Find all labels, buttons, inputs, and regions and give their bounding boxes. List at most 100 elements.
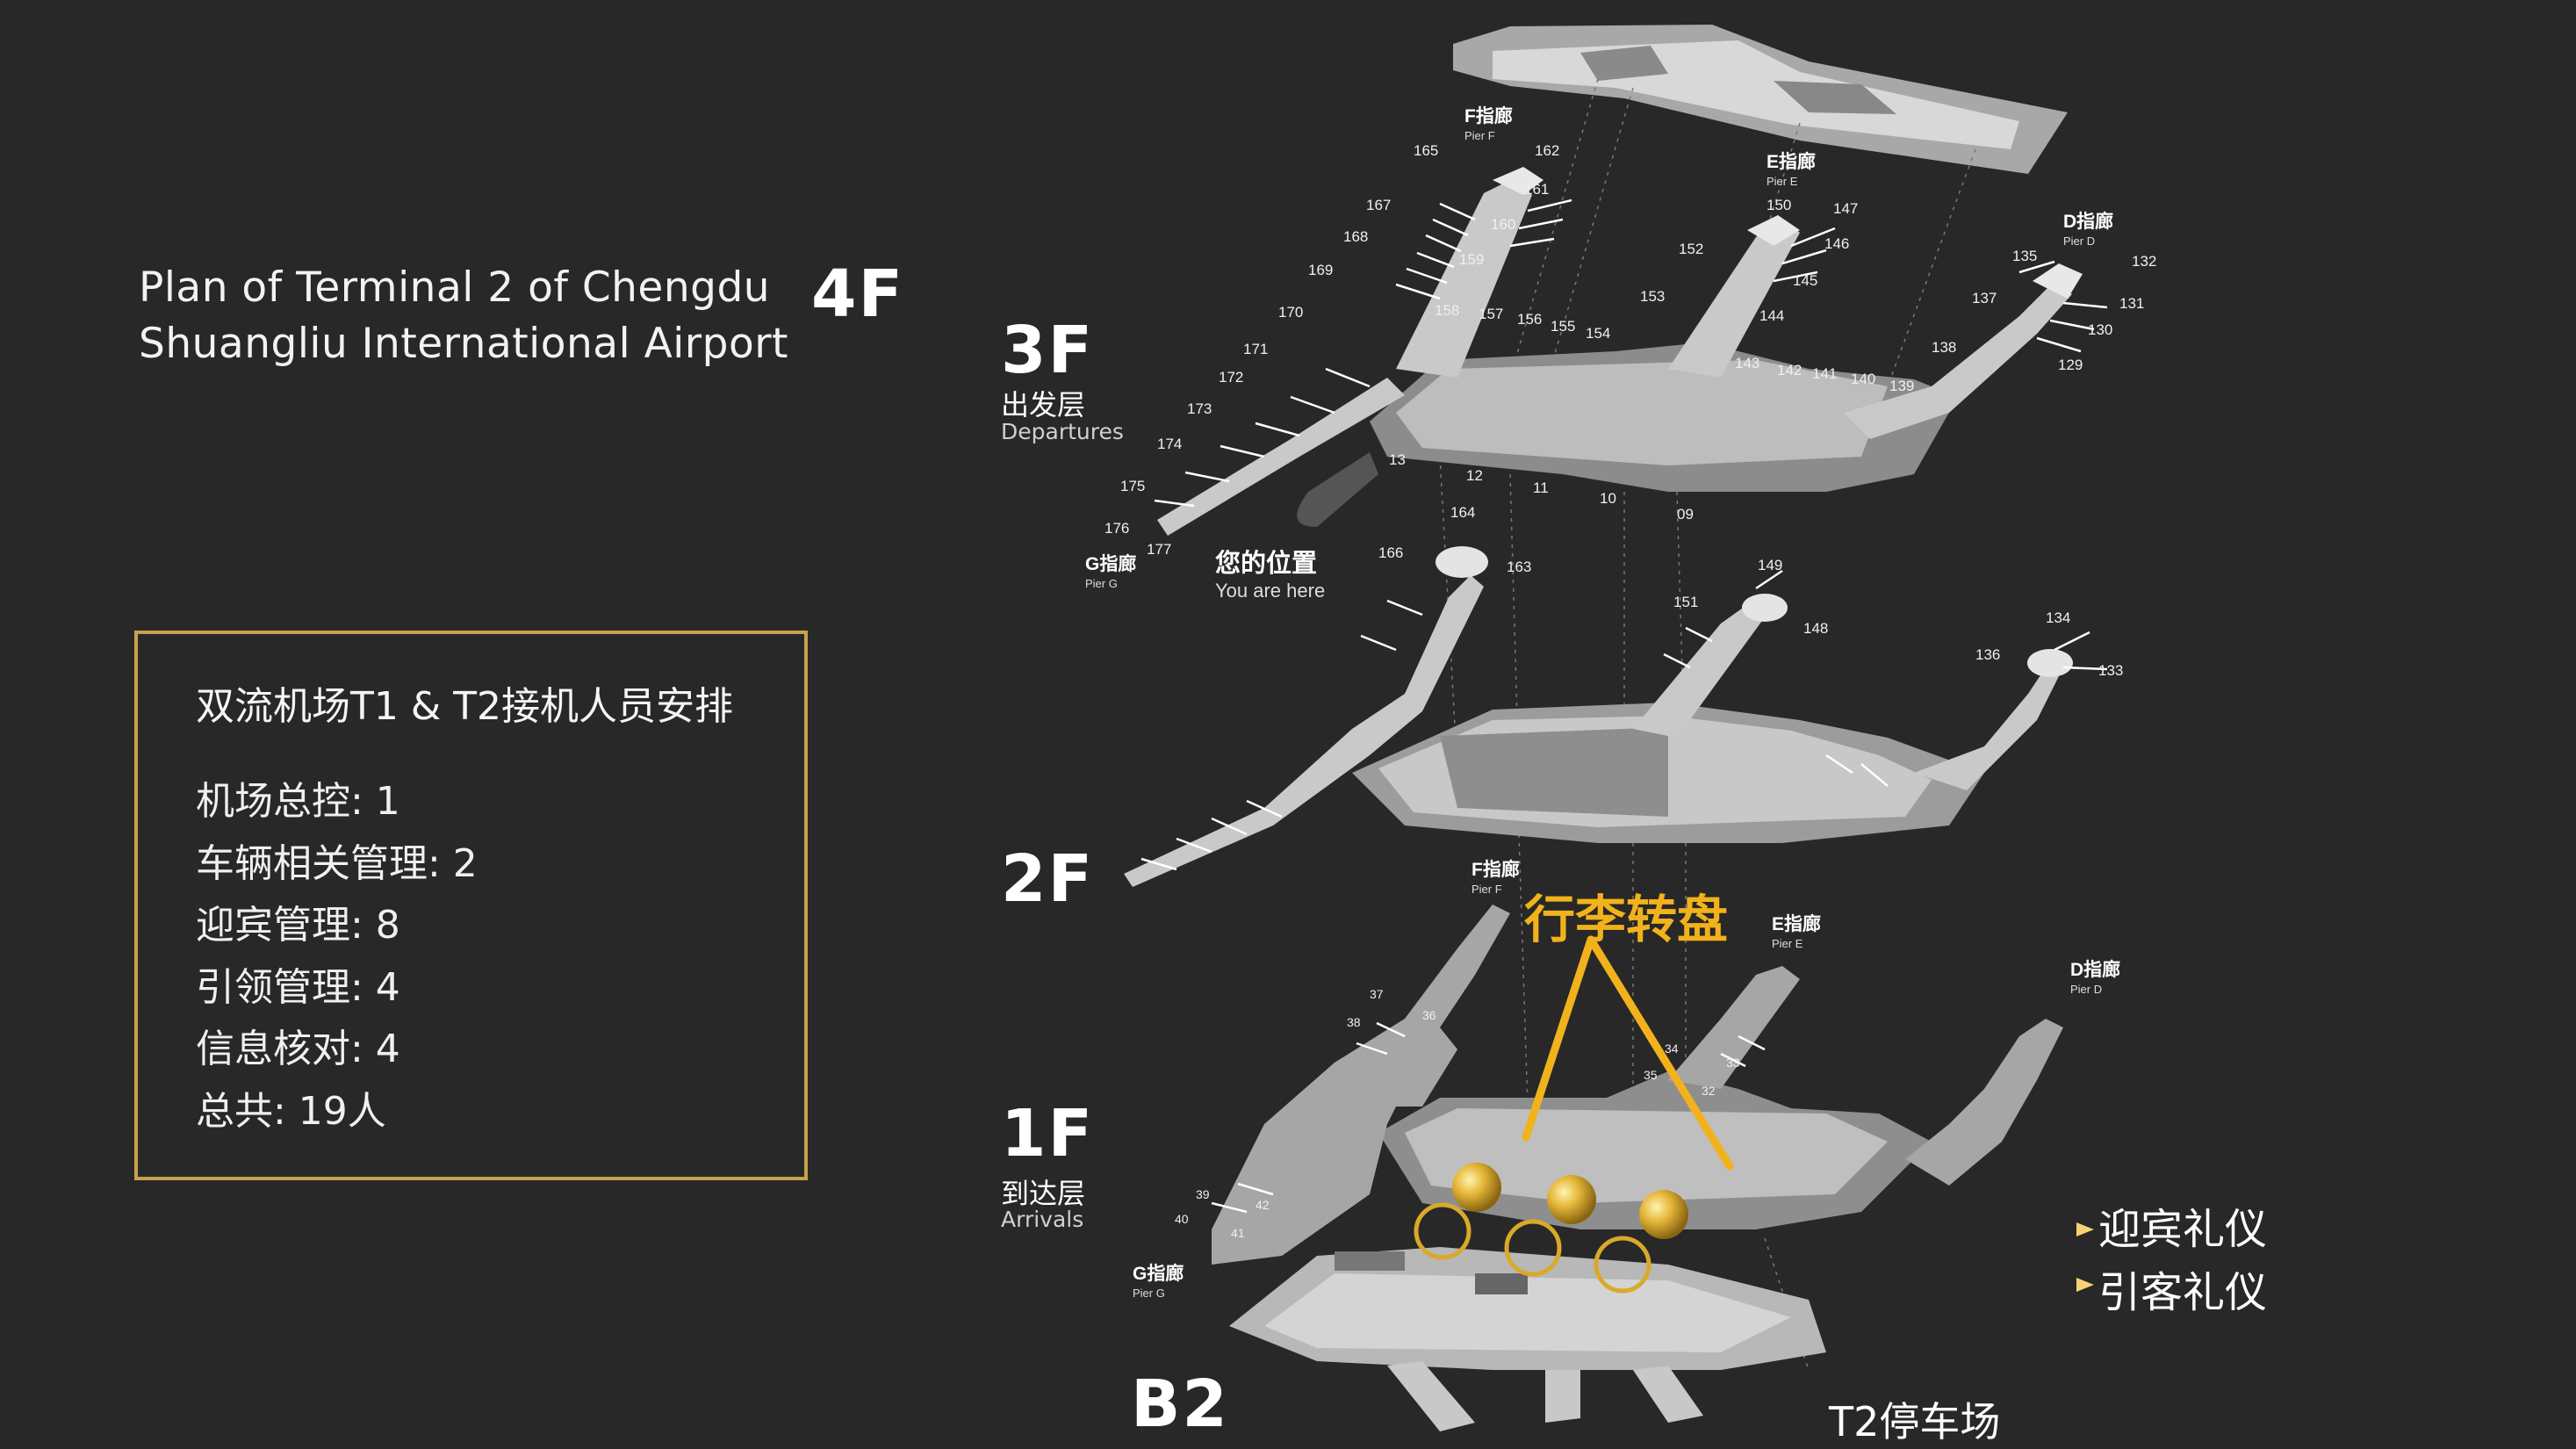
gate-label: 09 xyxy=(1677,506,1694,523)
staff-item-control: 机场总控: 1 xyxy=(196,779,400,824)
gate-label: 174 xyxy=(1157,436,1183,452)
floor-label-1f: 1F xyxy=(1001,1096,1095,1171)
gate-label: 138 xyxy=(1932,339,1957,356)
gate-label: 149 xyxy=(1758,557,1783,573)
welcome-etiquette-label: 迎宾礼仪 xyxy=(2098,1205,2268,1254)
staff-item-vehicle: 车辆相关管理: 2 xyxy=(196,840,478,886)
gate-label: 159 xyxy=(1459,251,1485,268)
gate-label: 160 xyxy=(1491,216,1516,233)
gate-label: 10 xyxy=(1600,490,1616,507)
gate-label: 145 xyxy=(1793,272,1818,289)
gate-label: 36 xyxy=(1422,1008,1436,1022)
gate-label: 35 xyxy=(1644,1068,1658,1082)
pier-g-cn: G指廊 xyxy=(1133,1264,1184,1284)
gate-label: 167 xyxy=(1366,197,1392,213)
pier-g-cn: G指廊 xyxy=(1085,554,1137,574)
gate-label: 155 xyxy=(1551,318,1576,335)
pier-g-label-1f: G指廊 Pier G xyxy=(1133,1265,1184,1303)
floor-label-2f: 2F xyxy=(1001,841,1095,917)
gate-label: 147 xyxy=(1833,200,1859,217)
gate-label: 129 xyxy=(2058,357,2083,373)
gate-label: 11 xyxy=(1533,479,1549,496)
gate-label: 32 xyxy=(1702,1084,1716,1098)
pier-e-en: Pier E xyxy=(1767,175,1798,188)
gate-label: 154 xyxy=(1586,325,1611,342)
gate-label: 143 xyxy=(1735,355,1760,371)
gate-label: 137 xyxy=(1972,290,1997,306)
staff-list: 机场总控: 1 车辆相关管理: 2 迎宾管理: 8 引领管理: 4 信息核对: … xyxy=(196,771,478,1143)
pier-g-en: Pier G xyxy=(1085,577,1118,590)
baggage-carousel-label: 行李转盘 xyxy=(1524,890,1729,949)
welcome-marker xyxy=(1547,1175,1596,1224)
pier-e-cn: E指廊 xyxy=(1767,152,1817,172)
gate-label: 146 xyxy=(1824,235,1850,252)
gate-label: 33 xyxy=(1726,1056,1740,1070)
gate-label: 175 xyxy=(1120,478,1146,494)
gate-label: 164 xyxy=(1450,504,1476,521)
gate-label: 176 xyxy=(1105,520,1130,537)
welcome-arrow xyxy=(1690,1222,2094,1236)
gate-label: 144 xyxy=(1759,307,1785,324)
gate-label: 139 xyxy=(1889,378,1915,394)
pier-d-en: Pier D xyxy=(2063,234,2096,248)
floor-3f-cn: 出发层 xyxy=(1001,388,1086,422)
gate-label: 148 xyxy=(1803,620,1829,637)
floor-1f-cn: 到达层 xyxy=(1001,1177,1086,1210)
pier-d-label-1f: D指廊 Pier D xyxy=(2070,961,2120,999)
gate-label: 151 xyxy=(1673,594,1699,610)
floor-1f-map xyxy=(1211,905,2063,1265)
pier-e-cn: E指廊 xyxy=(1772,914,1822,934)
gate-label: 150 xyxy=(1767,197,1792,213)
gate-label: 41 xyxy=(1231,1226,1245,1240)
pier-d-cn: D指廊 xyxy=(2063,212,2114,232)
guide-etiquette-label: 引客礼仪 xyxy=(2098,1268,2268,1317)
gate-label: 170 xyxy=(1278,304,1304,321)
you-are-here-en: You are here xyxy=(1215,580,1326,602)
welcome-markers xyxy=(1452,1163,1688,1239)
floor-label-4f: 4F xyxy=(811,256,905,332)
gate-label: 162 xyxy=(1535,142,1560,159)
floor-2f-map xyxy=(1124,546,2108,887)
gate-label: 163 xyxy=(1507,559,1532,575)
floor-4f-map xyxy=(1453,25,2068,174)
welcome-marker xyxy=(1452,1163,1501,1212)
staff-arrangement-box: 双流机场T1 & T2接机人员安排 机场总控: 1 车辆相关管理: 2 迎宾管理… xyxy=(134,631,808,1180)
pier-d-cn: D指廊 xyxy=(2070,960,2121,980)
floor-label-b2: B2 xyxy=(1131,1366,1229,1442)
floor-label-3f: 3F xyxy=(1001,313,1095,388)
staff-item-total: 总共: 19人 xyxy=(196,1088,386,1134)
floor-3f-map xyxy=(1154,167,2108,536)
gate-label: 173 xyxy=(1187,400,1212,417)
guide-marker xyxy=(1504,1219,1562,1277)
gate-label: 165 xyxy=(1414,142,1439,159)
gate-label: 39 xyxy=(1196,1187,1210,1201)
gate-label: 132 xyxy=(2132,253,2157,270)
gate-label: 158 xyxy=(1435,302,1460,319)
welcome-marker xyxy=(1639,1190,1688,1239)
floor-1f-en: Arrivals xyxy=(1001,1207,1084,1232)
plan-title-line2: Shuangliu International Airport xyxy=(139,320,788,368)
pier-d-en: Pier D xyxy=(2070,983,2103,996)
guide-marker xyxy=(1594,1236,1651,1294)
guide-marker xyxy=(1414,1202,1471,1260)
gate-label: 38 xyxy=(1347,1015,1361,1029)
gate-label: 168 xyxy=(1343,228,1369,245)
gate-label: 12 xyxy=(1466,467,1483,484)
guide-arrow xyxy=(1649,1278,2094,1292)
gate-label: 37 xyxy=(1370,987,1384,1001)
pier-e-en: Pier E xyxy=(1772,937,1803,950)
pier-e-label-3f: E指廊 Pier E xyxy=(1767,153,1816,191)
gate-label: 157 xyxy=(1479,306,1504,322)
gate-label: 135 xyxy=(2012,248,2038,264)
gate-label: 134 xyxy=(2046,609,2071,626)
pier-e-label-1f: E指廊 Pier E xyxy=(1772,915,1821,954)
gate-label: 171 xyxy=(1243,341,1269,357)
pier-g-label-3f: G指廊 Pier G xyxy=(1085,555,1136,594)
gate-label: 152 xyxy=(1679,241,1704,257)
staff-heading: 双流机场T1 & T2接机人员安排 xyxy=(196,684,734,729)
pier-g-en: Pier G xyxy=(1133,1287,1165,1300)
pier-d-label-3f: D指廊 Pier D xyxy=(2063,213,2113,251)
